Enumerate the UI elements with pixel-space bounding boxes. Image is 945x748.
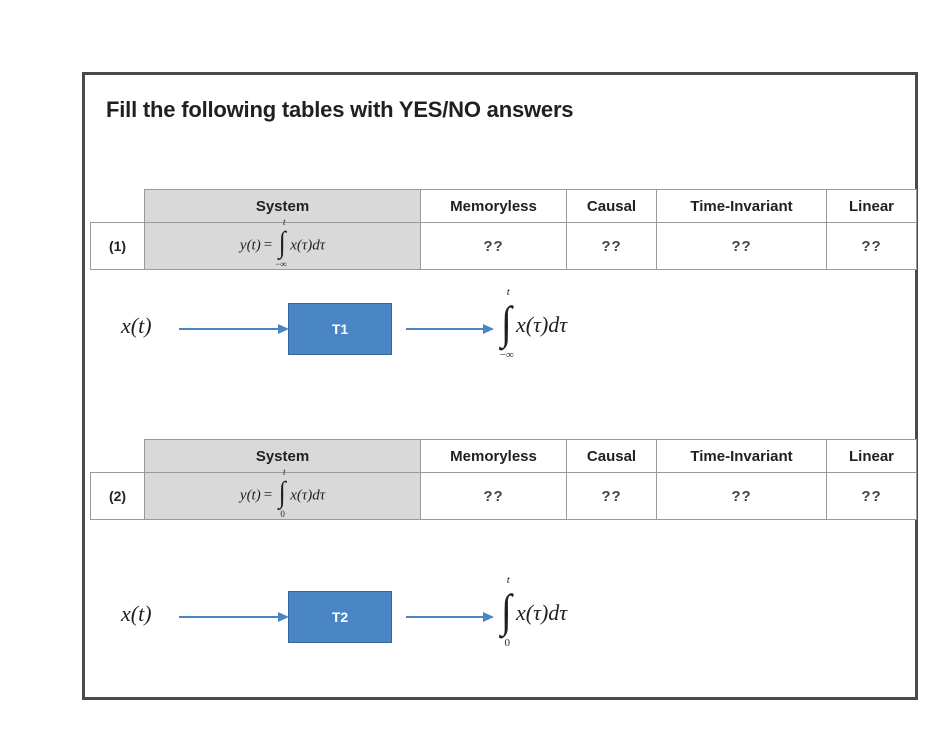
header-index-blank [90, 189, 145, 223]
arrow-head [278, 324, 289, 334]
arrow-shaft [179, 616, 278, 618]
formula-expression: y(t)= ∫t 0 x(τ)dτ [239, 468, 326, 519]
arrow-head [483, 324, 494, 334]
input-arrow-icon [179, 324, 289, 334]
formula-expression: y(t)= ∫t −∞x(τ)dτ [239, 218, 326, 269]
header-linear: Linear [826, 189, 917, 223]
header-causal: Causal [566, 439, 657, 473]
header-linear: Linear [826, 439, 917, 473]
arrow-shaft [179, 328, 278, 330]
output-signal-expression: ∫t 0 x(τ)dτ [497, 574, 568, 648]
output-integrand: x(τ)dτ [516, 600, 568, 625]
integral-glyph: ∫ [500, 296, 512, 348]
system-formula-cell: y(t)= ∫t 0 x(τ)dτ [144, 468, 421, 520]
output-signal-expression: ∫t −∞x(τ)dτ [497, 286, 568, 360]
arrow-shaft [406, 328, 483, 330]
system-table-1: System Memoryless Causal Time-Invariant … [90, 189, 917, 270]
system-table-2: System Memoryless Causal Time-Invariant … [90, 439, 917, 520]
arrow-head [278, 612, 289, 622]
formula-integrand: x(τ)dτ [290, 487, 326, 504]
formula-equals: = [263, 487, 273, 504]
integral-lower-limit: 0 [504, 636, 510, 649]
table-header-row: System Memoryless Causal Time-Invariant … [90, 189, 917, 223]
block-diagram-2: x(t) T2 ∫t 0 x(τ)dτ [85, 573, 911, 659]
integral-symbol: ∫t 0 [500, 574, 515, 648]
answer-memoryless[interactable]: ?? [420, 222, 567, 270]
integral-symbol: ∫t −∞ [500, 286, 515, 360]
system-block-t2[interactable]: T2 [288, 591, 392, 643]
header-memoryless: Memoryless [420, 189, 567, 223]
header-memoryless: Memoryless [420, 439, 567, 473]
integral-upper-limit: t [506, 573, 510, 586]
arrow-head [483, 612, 494, 622]
answer-linear[interactable]: ?? [826, 222, 917, 270]
integral-symbol: ∫t −∞ [275, 218, 289, 269]
system-formula-cell: y(t)= ∫t −∞x(τ)dτ [144, 218, 421, 270]
block-diagram-1: x(t) T1 ∫t −∞x(τ)dτ [85, 285, 911, 371]
output-integrand: x(τ)dτ [516, 312, 568, 337]
output-arrow-icon [406, 324, 494, 334]
integral-lower-limit: −∞ [275, 259, 287, 269]
input-arrow-icon [179, 612, 289, 622]
table-row: (2) y(t)= ∫t 0 x(τ)dτ ?? ?? ?? ?? [90, 468, 917, 520]
integral-glyph: ∫ [278, 226, 286, 259]
row-index-label: (2) [90, 472, 145, 520]
input-signal-label: x(t) [121, 601, 152, 626]
input-signal-label: x(t) [121, 313, 152, 338]
formula-lhs: y(t) [239, 237, 261, 254]
header-index-blank [90, 439, 145, 473]
worksheet-page: Fill the following tables with YES/NO an… [82, 72, 918, 700]
table-header-row: System Memoryless Causal Time-Invariant … [90, 439, 917, 473]
integral-glyph: ∫ [500, 584, 512, 636]
system-block-label: T2 [331, 609, 349, 625]
header-system: System [144, 189, 421, 223]
integral-upper-limit: t [282, 467, 286, 477]
header-time-invariant: Time-Invariant [656, 439, 827, 473]
output-arrow-icon [406, 612, 494, 622]
integral-symbol: ∫t 0 [278, 468, 289, 519]
answer-time-invariant[interactable]: ?? [656, 472, 827, 520]
answer-causal[interactable]: ?? [566, 472, 657, 520]
answer-time-invariant[interactable]: ?? [656, 222, 827, 270]
system-block-label: T1 [331, 321, 349, 337]
formula-equals: = [263, 237, 273, 254]
page-title: Fill the following tables with YES/NO an… [106, 97, 574, 122]
arrow-shaft [406, 616, 483, 618]
table-row: (1) y(t)= ∫t −∞x(τ)dτ ?? ?? ?? ?? [90, 218, 917, 270]
integral-glyph: ∫ [278, 476, 286, 509]
header-time-invariant: Time-Invariant [656, 189, 827, 223]
formula-integrand: x(τ)dτ [290, 237, 326, 254]
answer-linear[interactable]: ?? [826, 472, 917, 520]
integral-lower-limit: 0 [280, 509, 285, 519]
answer-causal[interactable]: ?? [566, 222, 657, 270]
system-block-t1[interactable]: T1 [288, 303, 392, 355]
integral-upper-limit: t [506, 285, 510, 298]
row-index-label: (1) [90, 222, 145, 270]
header-system: System [144, 439, 421, 473]
integral-upper-limit: t [282, 217, 286, 227]
integral-lower-limit: −∞ [499, 348, 514, 361]
header-causal: Causal [566, 189, 657, 223]
formula-lhs: y(t) [239, 487, 261, 504]
answer-memoryless[interactable]: ?? [420, 472, 567, 520]
